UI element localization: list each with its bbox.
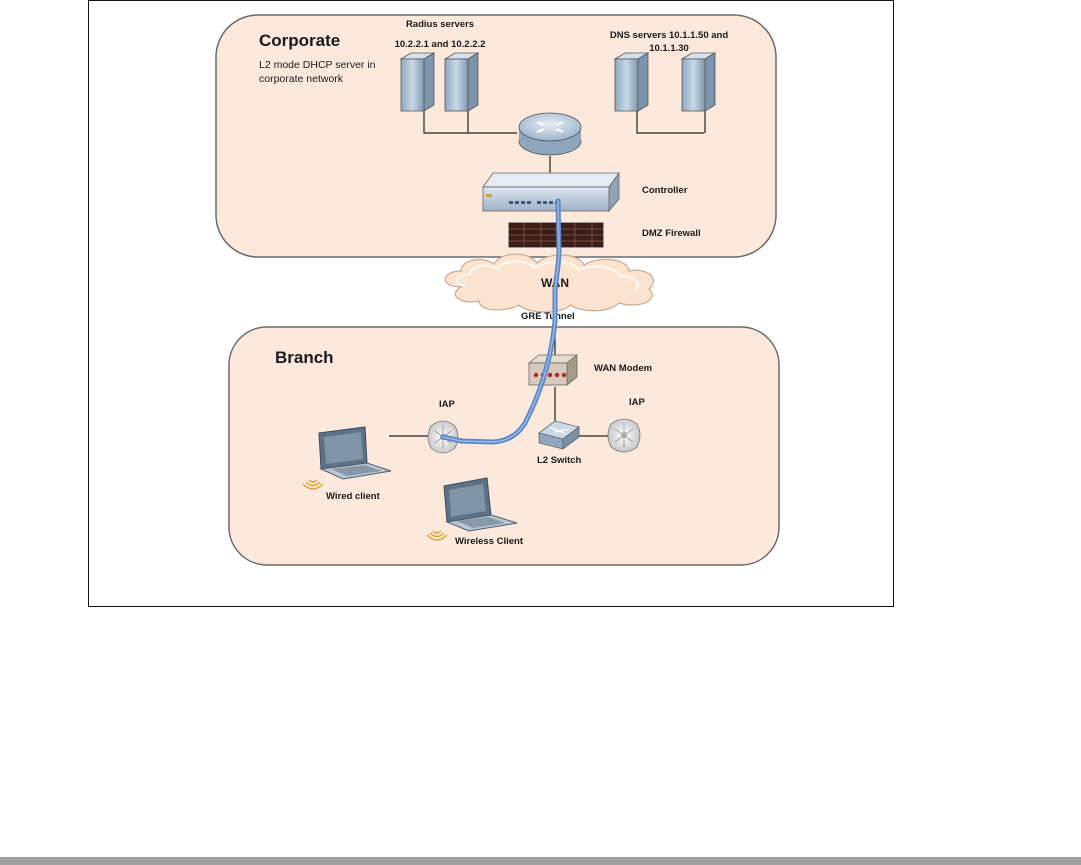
l2-switch-label: L2 Switch xyxy=(537,455,582,466)
wired-client-label: Wired client xyxy=(326,491,381,502)
wireless-client-laptop xyxy=(443,477,518,532)
router-arrows-icon xyxy=(536,121,564,133)
iap-right xyxy=(607,418,641,453)
dns-server-2 xyxy=(680,52,717,112)
wan-modem-label: WAN Modem xyxy=(594,363,652,374)
branch-title: Branch xyxy=(275,348,334,367)
network-diagram-frame: Corporate L2 mode DHCP server in corpora… xyxy=(88,0,894,607)
page-footer-bar xyxy=(0,857,1081,865)
radius-servers-label-line1: Radius servers xyxy=(406,19,474,30)
network-diagram: Corporate L2 mode DHCP server in corpora… xyxy=(215,14,780,566)
wireless-client-label: Wireless Client xyxy=(455,536,524,547)
dmz-firewall xyxy=(508,222,604,248)
dns-servers-label-line2: 10.1.1.30 xyxy=(649,43,689,54)
gre-tunnel-label: GRE Tunnel xyxy=(521,311,575,322)
dns-server-1 xyxy=(613,52,650,112)
radius-server-2 xyxy=(443,52,480,112)
wifi-signal-icon xyxy=(426,530,448,541)
core-router xyxy=(518,112,582,156)
dhcp-note-line1: L2 mode DHCP server in xyxy=(259,59,376,71)
corporate-title: Corporate xyxy=(259,31,340,50)
wifi-signal-icon xyxy=(302,479,324,490)
iap-left-label: IAP xyxy=(439,399,456,410)
branch-zone xyxy=(228,326,780,566)
dns-servers-label-line1: DNS servers 10.1.1.50 and xyxy=(610,30,728,41)
server-links xyxy=(423,111,706,175)
radius-servers-label-line2: 10.2.2.1 and 10.2.2.2 xyxy=(395,39,486,50)
controller-label: Controller xyxy=(642,185,688,196)
dmz-firewall-label: DMZ Firewall xyxy=(642,228,701,239)
iap-right-label: IAP xyxy=(629,397,646,408)
l2-switch xyxy=(538,420,580,450)
wan-modem xyxy=(527,354,579,386)
controller xyxy=(482,171,620,213)
corporate-zone xyxy=(215,14,777,258)
dhcp-note-line2: corporate network xyxy=(259,73,344,85)
wired-client-laptop xyxy=(318,426,392,480)
radius-server-1 xyxy=(399,52,436,112)
wan-cloud xyxy=(444,253,655,313)
